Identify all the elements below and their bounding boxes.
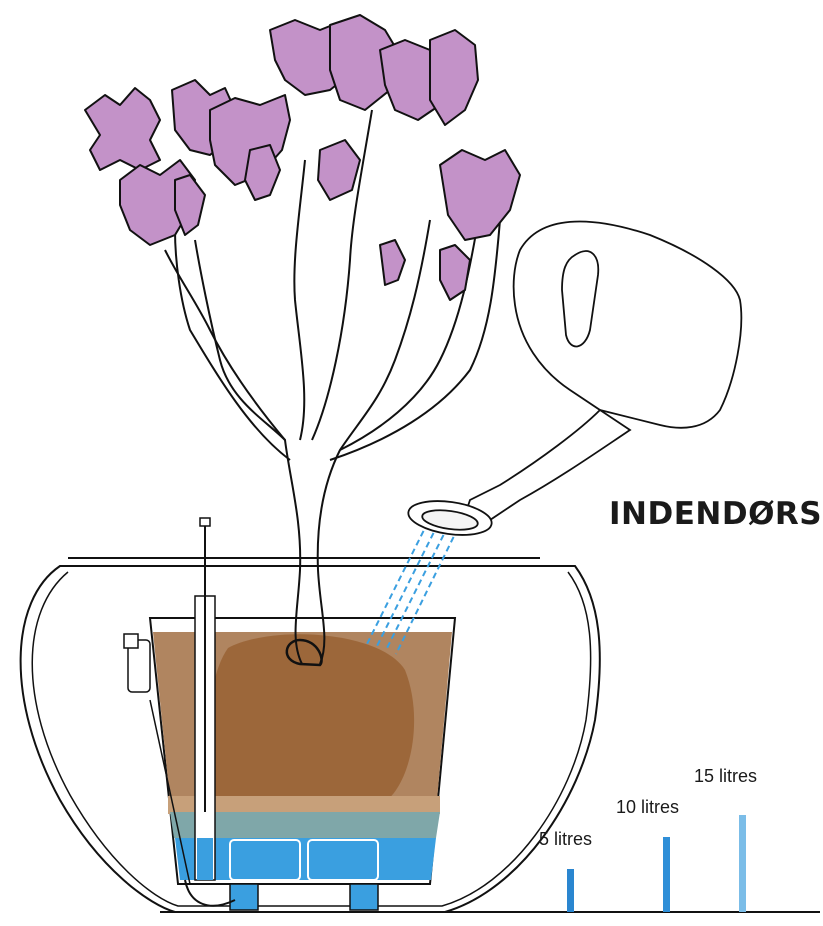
volume-label-10: 10 litres <box>616 797 679 818</box>
volume-label-5: 5 litres <box>539 829 592 850</box>
indoor-label: INDENDØRS <box>609 496 822 532</box>
volume-bar-5 <box>567 869 574 912</box>
volume-label-15: 15 litres <box>694 766 757 787</box>
flower-clusters <box>85 15 520 300</box>
volume-bar-15 <box>739 815 746 912</box>
root-ball <box>206 634 414 810</box>
volume-chart <box>567 815 746 912</box>
pot-foot-left <box>230 884 258 910</box>
volume-bar-10 <box>663 837 670 912</box>
pot-foot-right <box>350 884 378 910</box>
